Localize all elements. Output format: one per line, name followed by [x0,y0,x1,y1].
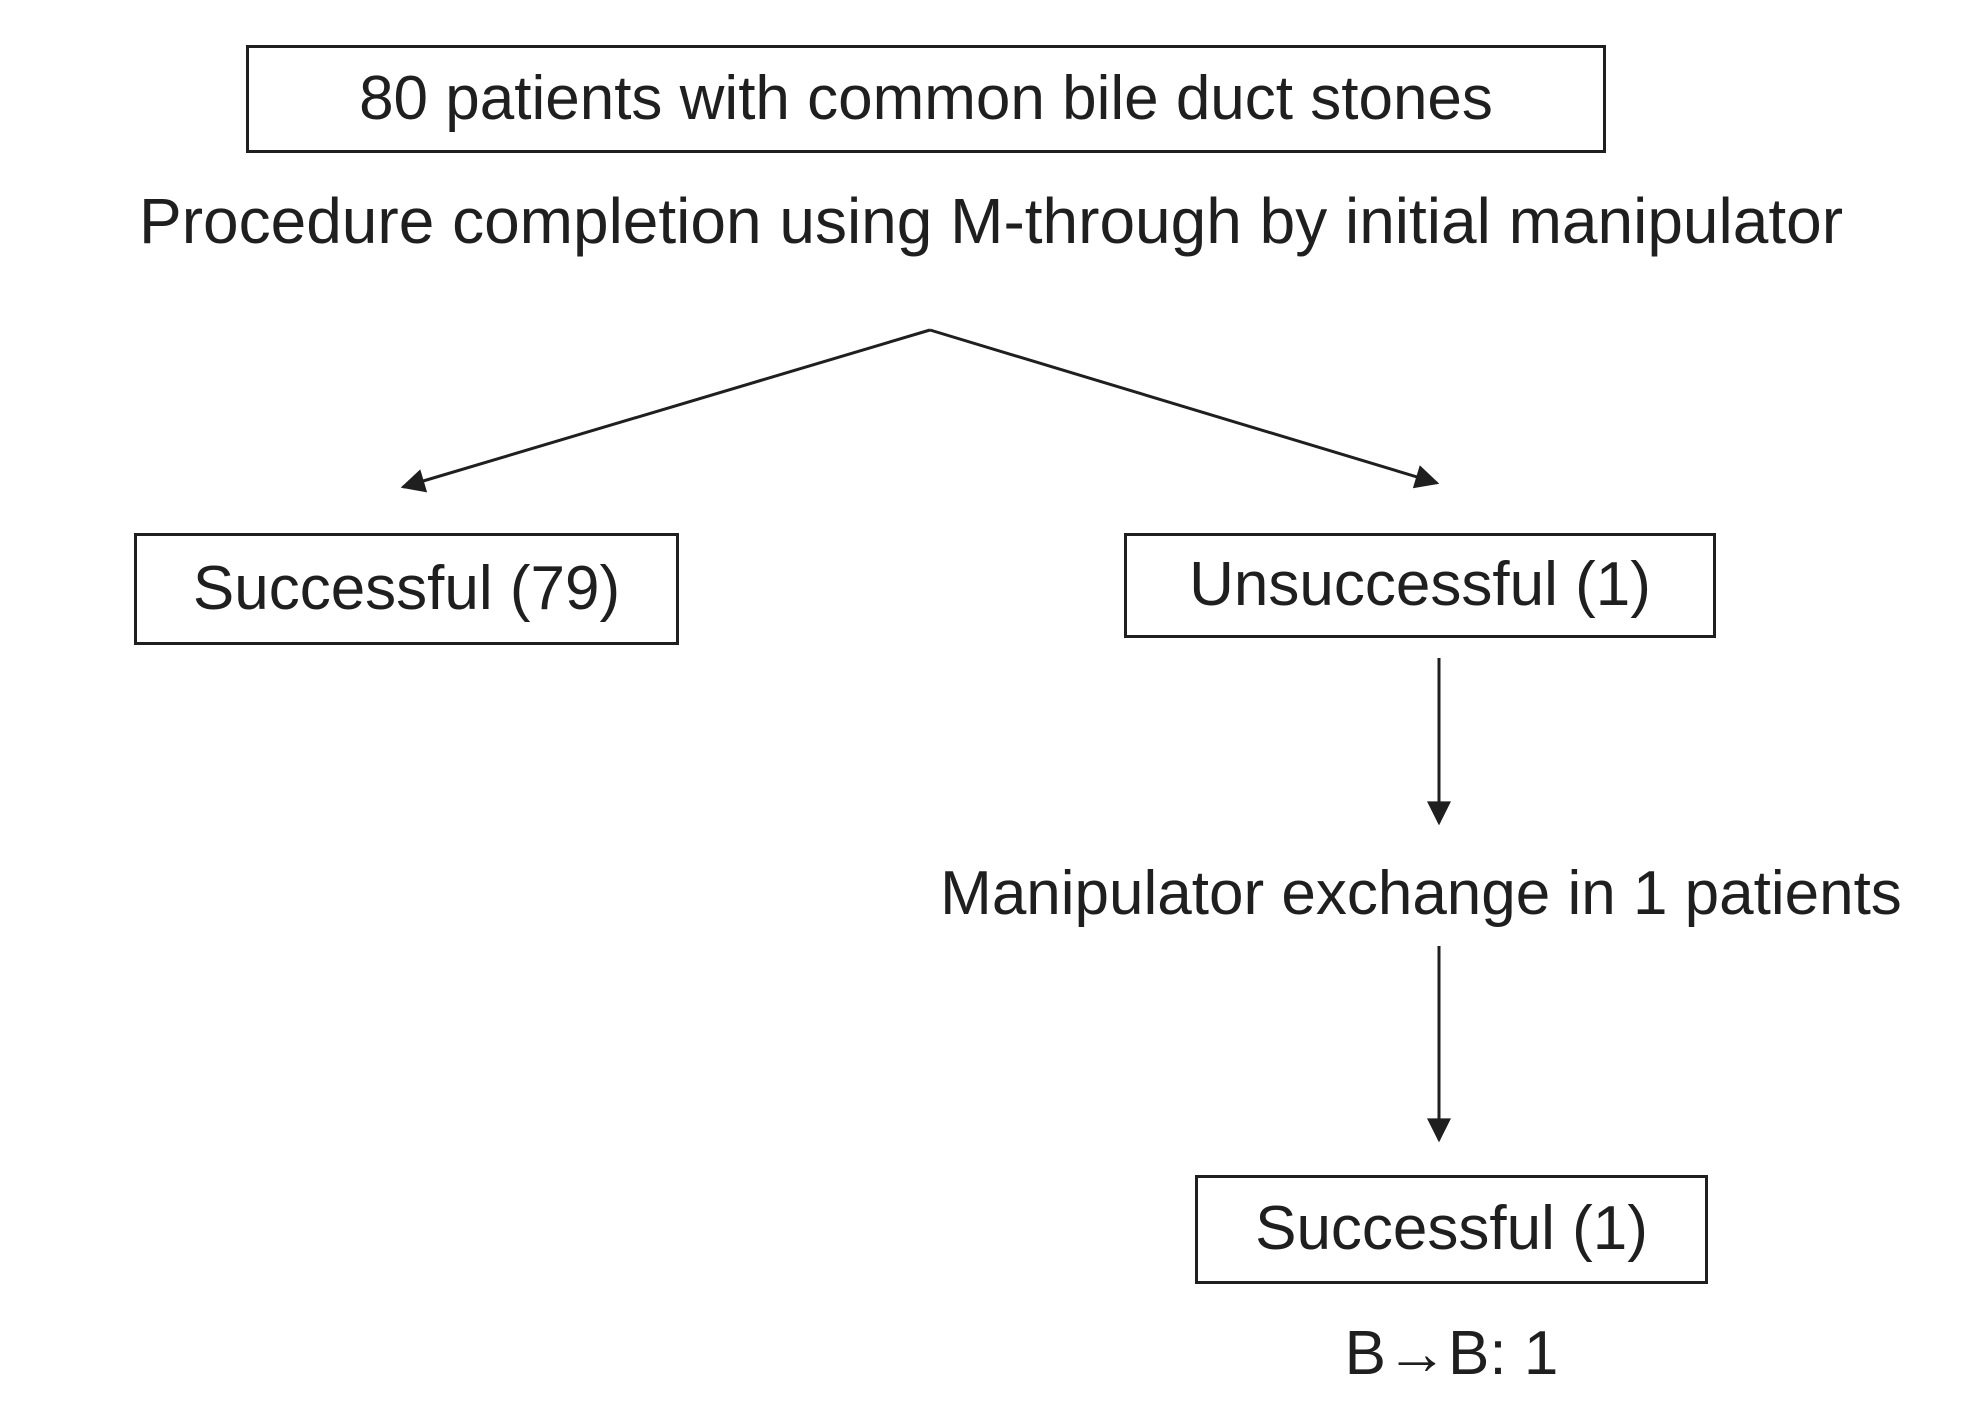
manipulator-exchange-note: Manipulator exchange in 1 patients [940,859,1902,928]
b-to-b-detail-note: B→B: 1 [1344,1319,1559,1388]
branch-arrow-left [400,328,931,493]
root-node-label: 80 patients with common bile duct stones [359,63,1493,133]
successful-node-box: Successful (79) [134,533,679,645]
final-successful-node-label: Successful (1) [1255,1194,1648,1264]
branch-arrow-right [929,328,1440,489]
successful-node-label: Successful (79) [192,553,621,623]
procedure-subtitle: Procedure completion using M-through by … [139,185,1843,257]
final-successful-node-box: Successful (1) [1195,1175,1708,1284]
root-node-box: 80 patients with common bile duct stones [246,45,1606,153]
unsuccessful-node-label: Unsuccessful (1) [1189,550,1651,620]
unsuccessful-node-box: Unsuccessful (1) [1124,533,1716,638]
